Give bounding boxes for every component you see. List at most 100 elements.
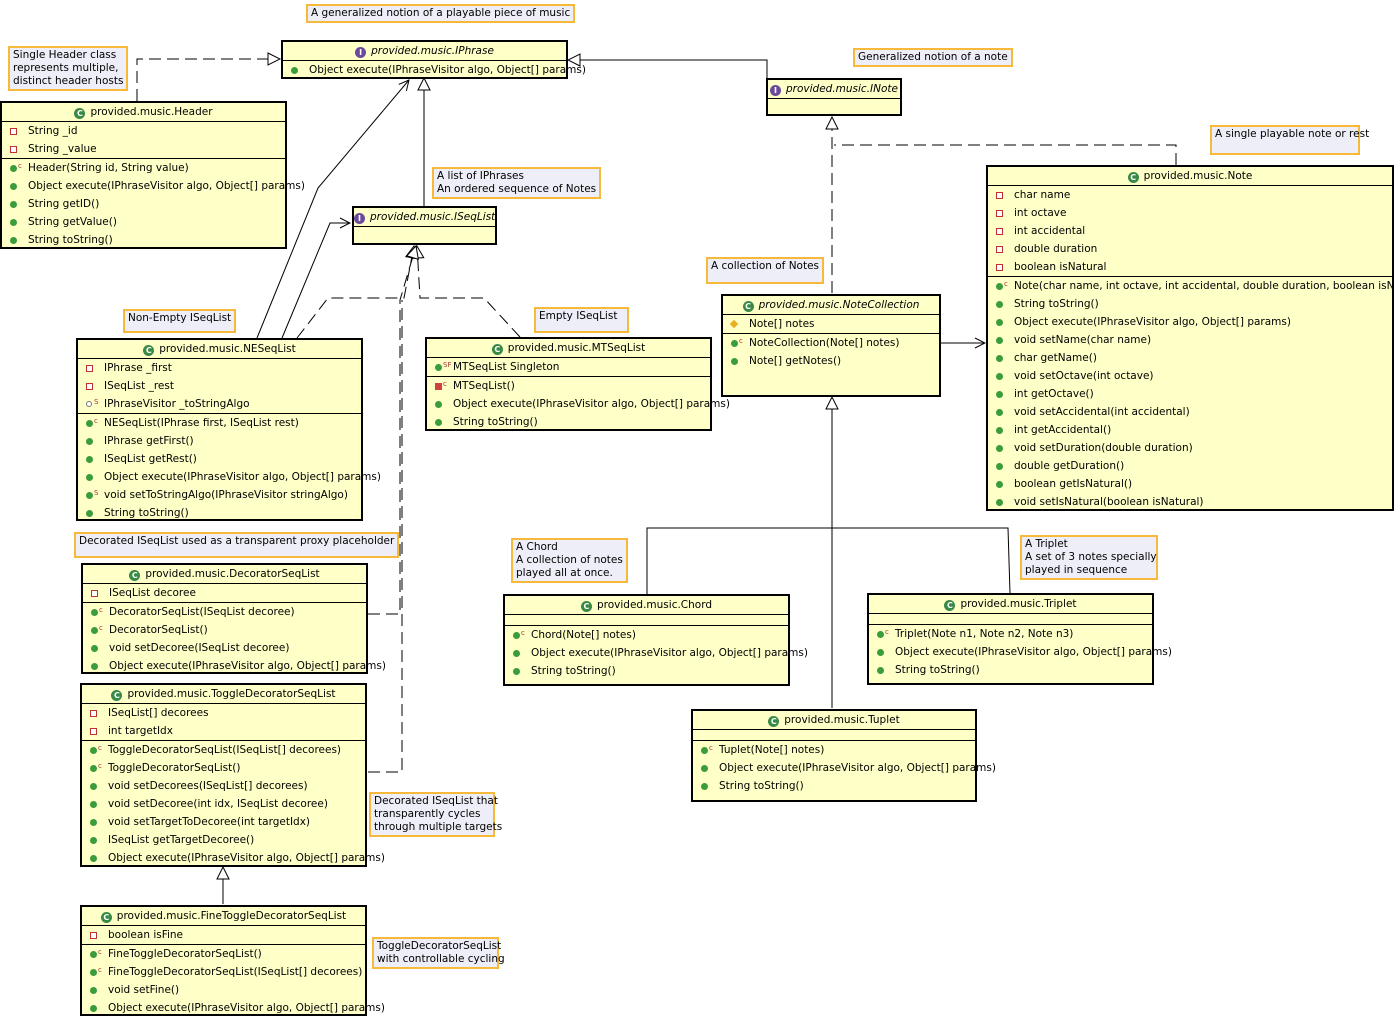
private-icon — [90, 728, 97, 735]
note-triplet: A Triplet A set of 3 notes specially pla… — [1020, 535, 1158, 580]
method-text: MTSeqList() — [453, 380, 515, 392]
public-icon — [996, 355, 1003, 362]
private-icon — [90, 932, 97, 939]
decorator-implements-iseqlist — [368, 246, 416, 615]
method-text: int getOctave() — [1014, 388, 1094, 400]
method-text: Object execute(IPhraseVisitor algo, Obje… — [531, 647, 808, 659]
method-text: DecoratorSeqList(ISeqList decoree) — [109, 606, 295, 618]
private-icon — [91, 590, 98, 597]
method-row: String toString() — [693, 777, 975, 795]
method-text: ToggleDecoratorSeqList() — [108, 762, 241, 774]
class-title: provided.music.Note — [1143, 170, 1253, 182]
empty-section — [869, 614, 1152, 625]
method-text: Object execute(IPhraseVisitor algo, Obje… — [309, 64, 586, 76]
method-text: int getAccidental() — [1014, 424, 1112, 436]
private-icon — [996, 210, 1003, 217]
fields-section: String _id String _value — [2, 122, 285, 159]
method-text: Object execute(IPhraseVisitor algo, Obje… — [1014, 316, 1291, 328]
method-text: void setToStringAlgo(IPhraseVisitor stri… — [104, 489, 348, 501]
field-text: int targetIdx — [108, 725, 173, 737]
method-text: void setIsNatural(boolean isNatural) — [1014, 496, 1204, 508]
method-row: c DecoratorSeqList(ISeqList decoree) — [83, 603, 366, 621]
public-icon — [701, 783, 708, 790]
class-title: provided.music.ISeqList — [370, 211, 496, 223]
method-row: Object execute(IPhraseVisitor algo, Obje… — [427, 395, 730, 413]
method-text: void setName(char name) — [1014, 334, 1152, 346]
private-icon — [996, 246, 1003, 253]
private-icon — [86, 383, 93, 390]
method-row: Object execute(IPhraseVisitor algo, Obje… — [869, 643, 1172, 661]
method-row: ISeqList getRest() — [78, 450, 361, 468]
class-title: provided.music.Tuplet — [784, 714, 900, 726]
note-line: with controllable cycling — [377, 953, 505, 965]
note-line: through multiple targets — [374, 821, 503, 833]
method-row: void setFine() — [82, 981, 365, 999]
method-row: void setIsNatural(boolean isNatural) — [988, 493, 1392, 511]
field-text: Note[] notes — [749, 318, 815, 330]
constructor-mark: c — [98, 744, 102, 752]
interface-icon: I — [355, 47, 367, 58]
static-mark: S — [94, 489, 99, 497]
note-single-note: A single playable note or rest — [1210, 125, 1369, 155]
field-text: ISeqList decoree — [109, 587, 196, 599]
field-text: String _value — [28, 143, 97, 155]
note-list-iphrases: A list of IPhrases An ordered sequence o… — [432, 167, 602, 199]
method-text: String toString() — [531, 665, 616, 677]
method-text: Object execute(IPhraseVisitor algo, Obje… — [719, 762, 996, 774]
method-text: String toString() — [104, 507, 189, 519]
public-icon — [90, 951, 97, 958]
public-icon — [513, 632, 520, 639]
class-icon: C — [129, 570, 141, 581]
note-header-hosts: Single Header class represents multiple,… — [8, 46, 129, 91]
private-icon — [996, 228, 1003, 235]
constructor-mark: c — [98, 966, 102, 974]
method-text: String toString() — [1014, 298, 1099, 310]
note-toggle-cycles: Decorated ISeqList that transparently cy… — [369, 792, 503, 837]
constructor-mark: c — [99, 606, 103, 614]
public-icon — [731, 340, 738, 347]
public-icon — [996, 445, 1003, 452]
class-title: provided.music.NESeqList — [159, 343, 296, 355]
method-row: String toString() — [427, 413, 710, 431]
method-row: Object execute(IPhraseVisitor algo, Obje… — [988, 313, 1392, 331]
note-line: represents multiple, — [13, 62, 119, 74]
method-row: Object execute(IPhraseVisitor algo, Obje… — [505, 644, 808, 662]
method-text: Object execute(IPhraseVisitor algo, Obje… — [109, 660, 386, 672]
method-row: Object execute(IPhraseVisitor algo, Obje… — [283, 61, 586, 79]
abstract-class-icon: C — [742, 301, 754, 312]
method-text: Chord(Note[] notes) — [531, 629, 636, 641]
note-implements-inote — [834, 144, 1177, 165]
neseqlist-rest-iseqlist — [281, 223, 350, 339]
method-text: ISeqList getTargetDecoree() — [108, 834, 255, 846]
method-text: double getDuration() — [1014, 460, 1125, 472]
method-row: Object execute(IPhraseVisitor algo, Obje… — [82, 999, 385, 1017]
field-row: int octave — [988, 204, 1392, 222]
interface-icon: I — [770, 85, 781, 96]
note-line: A list of IPhrases — [437, 170, 524, 182]
empty-section — [768, 99, 900, 109]
class-icon: C — [944, 600, 956, 611]
